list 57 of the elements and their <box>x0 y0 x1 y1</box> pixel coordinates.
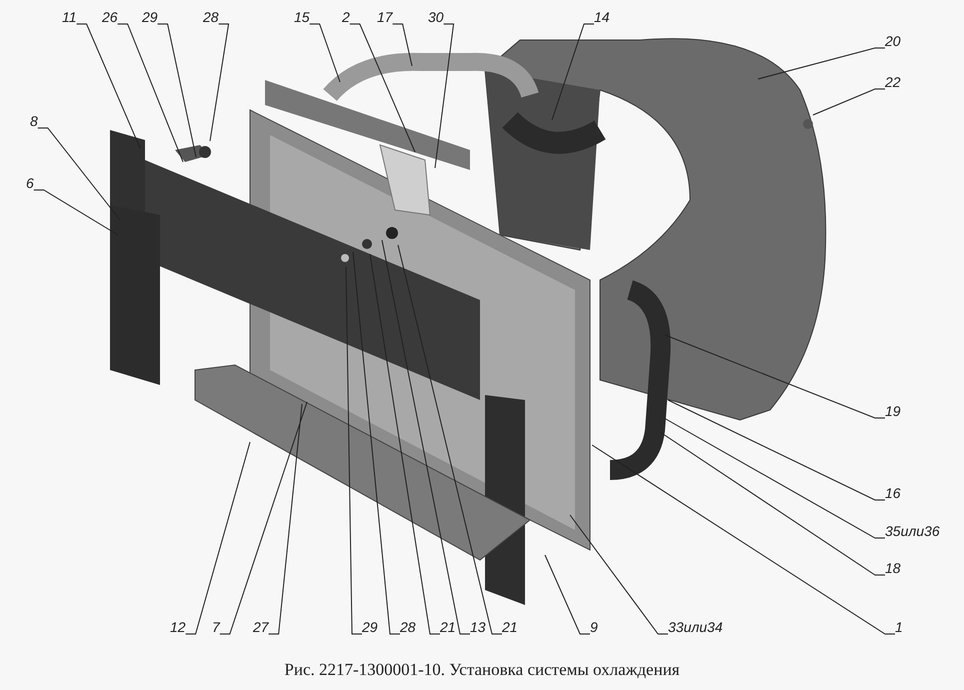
callout-number: 19 <box>885 404 901 419</box>
callout-number: 29 <box>142 10 158 25</box>
leader-line <box>668 400 886 500</box>
callout-number: 22 <box>885 75 901 90</box>
leader-line <box>398 244 502 634</box>
leader-line <box>219 402 308 634</box>
callout-number: 20 <box>885 34 901 49</box>
callout-number: 18 <box>885 561 901 576</box>
callout-number: 7 <box>212 620 220 635</box>
leader-line <box>664 334 886 418</box>
callout-number: 21 <box>440 620 456 635</box>
leader-line <box>660 432 886 576</box>
callout-number: 2 <box>342 10 350 25</box>
callout-number: 11 <box>62 10 77 25</box>
callout-number: 16 <box>885 486 901 501</box>
leader-line <box>346 266 362 634</box>
leader-line <box>76 24 140 148</box>
leader-line <box>352 252 400 634</box>
leader-line <box>33 190 118 236</box>
callout-number: 13 <box>470 620 486 635</box>
callout-number: 9 <box>590 620 598 635</box>
leader-line <box>664 418 886 538</box>
callout-number: 12 <box>170 620 186 635</box>
leader-line <box>157 24 196 158</box>
leader-line <box>592 444 896 634</box>
callout-number: 28 <box>203 10 219 25</box>
callout-number: 14 <box>594 10 610 25</box>
leader-line <box>210 24 230 142</box>
callout-number: 29 <box>362 620 378 635</box>
callout-number: 35или36 <box>885 524 940 539</box>
leader-line <box>37 128 120 220</box>
leader-line <box>392 24 412 66</box>
leader-line <box>812 88 886 116</box>
callout-number: 21 <box>502 620 518 635</box>
leader-line <box>349 24 416 152</box>
callout-number: 6 <box>26 176 34 191</box>
leader-line <box>570 514 668 634</box>
callout-number: 15 <box>294 10 310 25</box>
leader-line <box>370 254 440 634</box>
leader-line <box>544 554 590 634</box>
leader-line <box>309 24 340 82</box>
callout-number: 28 <box>400 620 416 635</box>
callout-number: 30 <box>428 10 444 25</box>
leader-line <box>382 240 470 634</box>
leader-line <box>758 48 886 80</box>
callout-number: 33или34 <box>668 620 723 635</box>
callout-number: 8 <box>30 114 38 129</box>
figure-caption: Рис. 2217-1300001-10. Установка системы охлаждения <box>284 660 680 679</box>
callout-number: 1 <box>895 620 903 635</box>
callout-number: 27 <box>253 620 269 635</box>
leader-line <box>552 24 594 120</box>
leader-line <box>434 24 454 168</box>
leader-line <box>117 24 184 162</box>
callout-number: 17 <box>377 10 393 25</box>
leader-line <box>185 442 250 634</box>
callout-number: 26 <box>102 10 118 25</box>
leader-line <box>268 404 302 634</box>
